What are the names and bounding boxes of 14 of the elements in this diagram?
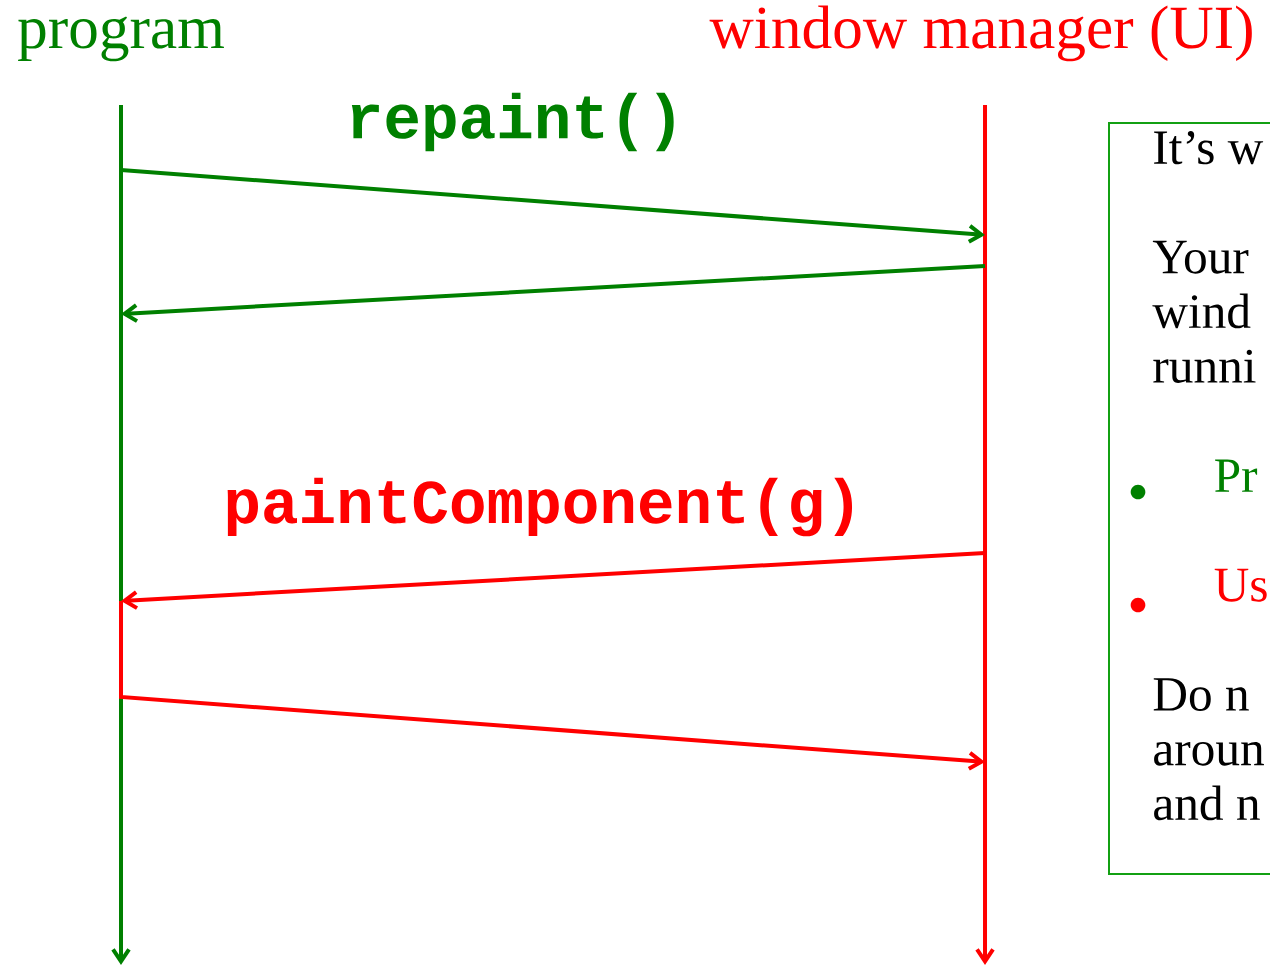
message-arrow [121,264,986,323]
message-label: paintComponent(g) [227,477,853,537]
list-item: Pr [1215,459,1258,492]
lifeline-title: program [18,16,224,62]
list-item: Us [1214,568,1267,602]
note-text: Your wind runni [1152,240,1256,383]
note-text: It’s w [1154,131,1264,165]
message-arrow [121,551,986,610]
message-arrow [119,601,985,771]
message-label: repaint() [351,92,674,152]
note-box [1108,122,1270,875]
message-arrow [120,168,985,244]
lifeline-title: window manager (UI) [709,5,1252,62]
note-text: Do n aroun and n [1153,678,1264,821]
